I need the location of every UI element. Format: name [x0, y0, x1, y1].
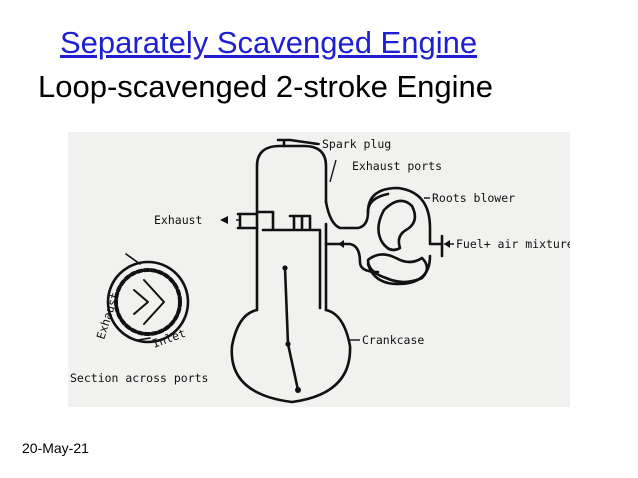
crankcase [230, 308, 352, 404]
label-inlet: Inlet [150, 326, 187, 351]
piston [261, 228, 322, 310]
transfer-passage [324, 192, 390, 274]
cylinder-head [255, 144, 328, 226]
port-section-inner [114, 268, 182, 336]
cylinder-block [255, 222, 328, 312]
arrow-transfer [338, 240, 344, 248]
port-section-chevron [133, 279, 165, 325]
arrow-fuel [444, 240, 450, 248]
slide-subtitle: Loop-scavenged 2-stroke Engine [38, 69, 493, 104]
engine-diagram-svg: Spark plug Exhaust ports Roots blower Ex… [70, 137, 570, 404]
port-blocks [257, 210, 312, 230]
label-spark-plug: Spark plug [322, 137, 391, 151]
label-exhaust: Exhaust [154, 213, 202, 227]
arrow-exhaust [220, 216, 228, 224]
exhaust-pipe [236, 212, 259, 230]
slide-date: 20-May-21 [22, 440, 89, 456]
rotor-lower [366, 253, 429, 284]
engine-diagram: Spark plug Exhaust ports Roots blower Ex… [68, 132, 570, 407]
label-fuel-air-mixture: Fuel+ air mixture [456, 237, 570, 251]
connecting-rod [283, 266, 300, 392]
slide-title-link[interactable]: Separately Scavenged Engine [60, 25, 478, 60]
port-section-outer [106, 260, 190, 344]
label-exhaust-ports: Exhaust ports [352, 159, 442, 173]
rotor-upper [377, 199, 417, 252]
label-roots-blower: Roots blower [432, 191, 515, 205]
label-crankcase: Crankcase [362, 333, 424, 347]
label-section-across-ports: Section across ports [70, 371, 208, 385]
